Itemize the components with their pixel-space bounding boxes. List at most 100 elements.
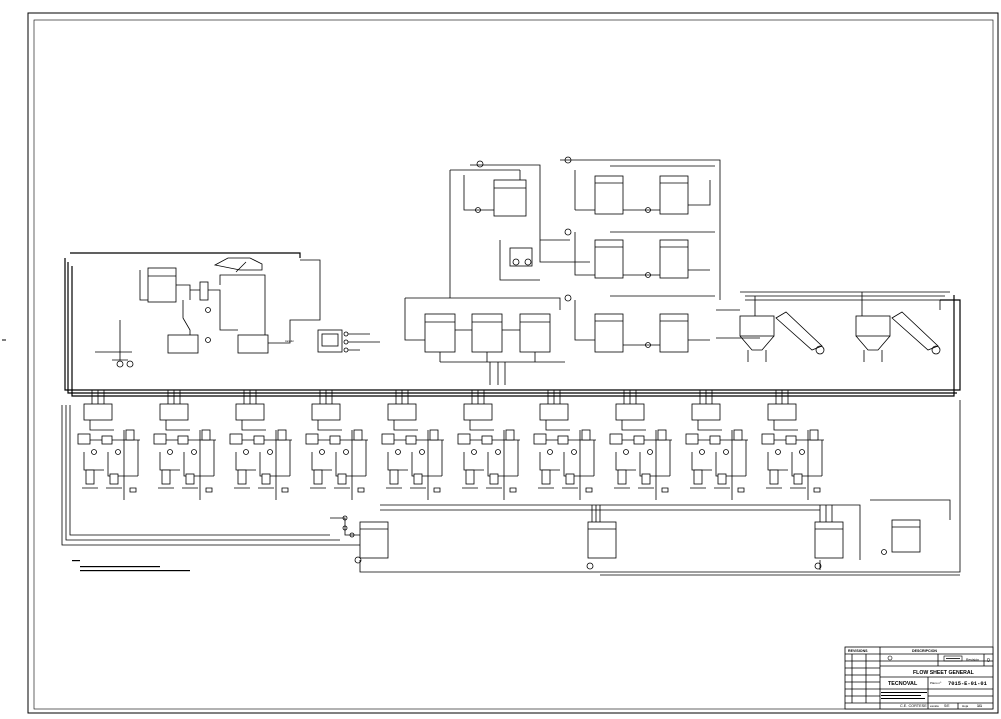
module-valve bbox=[571, 449, 577, 455]
module-column bbox=[261, 473, 271, 485]
module-column bbox=[693, 469, 703, 485]
bottom-collection-tanks bbox=[330, 505, 921, 570]
module-column bbox=[465, 469, 475, 485]
module-valve bbox=[799, 449, 805, 455]
module-column bbox=[85, 469, 95, 485]
module-pump-box bbox=[709, 435, 721, 445]
module-column bbox=[641, 473, 651, 485]
module-vessel bbox=[809, 429, 819, 441]
module-pump-box bbox=[253, 435, 265, 445]
module-valve bbox=[115, 449, 121, 455]
process-module-row bbox=[77, 390, 824, 500]
module-vessel bbox=[125, 429, 135, 441]
process-module-tank bbox=[767, 403, 797, 421]
module-valve bbox=[191, 449, 197, 455]
revision-value: 0 bbox=[987, 658, 990, 664]
module-valve bbox=[319, 449, 325, 455]
module-vessel bbox=[429, 429, 439, 441]
module-vessel bbox=[277, 429, 287, 441]
module-column bbox=[389, 469, 399, 485]
module-column bbox=[313, 469, 323, 485]
module-valve bbox=[723, 449, 729, 455]
module-outlet bbox=[737, 487, 745, 493]
process-module-tank bbox=[387, 403, 417, 421]
company-name: TECNOVAL bbox=[888, 681, 918, 687]
module-return bbox=[387, 440, 443, 477]
module-outlet bbox=[585, 487, 593, 493]
module-return bbox=[691, 440, 747, 477]
module-pump-box bbox=[785, 435, 797, 445]
module-vessel bbox=[353, 429, 363, 441]
module-column bbox=[489, 473, 499, 485]
process-module-tank bbox=[83, 403, 113, 421]
module-valve bbox=[167, 449, 173, 455]
module-valve bbox=[647, 449, 653, 455]
module-outlet bbox=[509, 487, 517, 493]
revisions-header: REVISIONS bbox=[848, 649, 868, 653]
module-column bbox=[793, 473, 803, 485]
module-valve bbox=[623, 449, 629, 455]
module-pump-box bbox=[329, 435, 341, 445]
module-filter bbox=[457, 433, 471, 445]
module-column bbox=[337, 473, 347, 485]
module-valve bbox=[775, 449, 781, 455]
module-column bbox=[769, 469, 779, 485]
process-module-tank bbox=[539, 403, 569, 421]
module-feed-lines bbox=[167, 390, 181, 404]
module-outlet bbox=[205, 487, 213, 493]
module-filter bbox=[685, 433, 699, 445]
module-return bbox=[83, 440, 139, 477]
description-header: DESCRIPCION bbox=[912, 649, 937, 653]
module-valve bbox=[395, 449, 401, 455]
sheet-outer-frame bbox=[27, 12, 999, 714]
module-valve bbox=[343, 449, 349, 455]
module-column bbox=[565, 473, 575, 485]
module-outlet bbox=[357, 487, 365, 493]
scale-label: escala bbox=[930, 704, 939, 708]
process-module-tank bbox=[311, 403, 341, 421]
drawing-notes bbox=[72, 560, 190, 572]
module-feed-lines bbox=[471, 390, 485, 404]
module-valve bbox=[495, 449, 501, 455]
module-column bbox=[161, 469, 171, 485]
module-pump-box bbox=[177, 435, 189, 445]
module-column bbox=[185, 473, 195, 485]
sheet-inner-frame bbox=[33, 19, 994, 710]
module-feed-lines bbox=[319, 390, 333, 404]
scale-value: S/E bbox=[944, 704, 950, 708]
revision-label: Revisión bbox=[966, 658, 979, 662]
module-valve bbox=[419, 449, 425, 455]
module-vessel bbox=[657, 429, 667, 441]
module-valve bbox=[267, 449, 273, 455]
module-feed-lines bbox=[623, 390, 637, 404]
module-pump-box bbox=[557, 435, 569, 445]
module-feed-lines bbox=[775, 390, 789, 404]
module-vessel bbox=[505, 429, 515, 441]
module-return bbox=[463, 440, 519, 477]
module-valve bbox=[243, 449, 249, 455]
module-filter bbox=[229, 433, 243, 445]
module-pump-box bbox=[101, 435, 113, 445]
process-module-tank bbox=[691, 403, 721, 421]
module-column bbox=[237, 469, 247, 485]
middle-mixing-tanks bbox=[404, 297, 565, 385]
drawing-title: FLOW SHEET GENERAL bbox=[913, 670, 975, 676]
module-pump-box bbox=[405, 435, 417, 445]
module-valve bbox=[91, 449, 97, 455]
module-outlet bbox=[129, 487, 137, 493]
module-outlet bbox=[813, 487, 821, 493]
module-vessel bbox=[733, 429, 743, 441]
module-return bbox=[159, 440, 215, 477]
module-column bbox=[617, 469, 627, 485]
module-outlet bbox=[281, 487, 289, 493]
process-module-tank bbox=[235, 403, 265, 421]
process-module-tank bbox=[159, 403, 189, 421]
module-valve bbox=[699, 449, 705, 455]
module-return bbox=[767, 440, 823, 477]
upper-right-tank-bank bbox=[560, 156, 721, 353]
drawing-number: 7015-E-01-01 bbox=[948, 681, 987, 687]
upper-left-feed-section: transfer bbox=[95, 257, 321, 368]
module-vessel bbox=[201, 429, 211, 441]
process-module-tank bbox=[615, 403, 645, 421]
